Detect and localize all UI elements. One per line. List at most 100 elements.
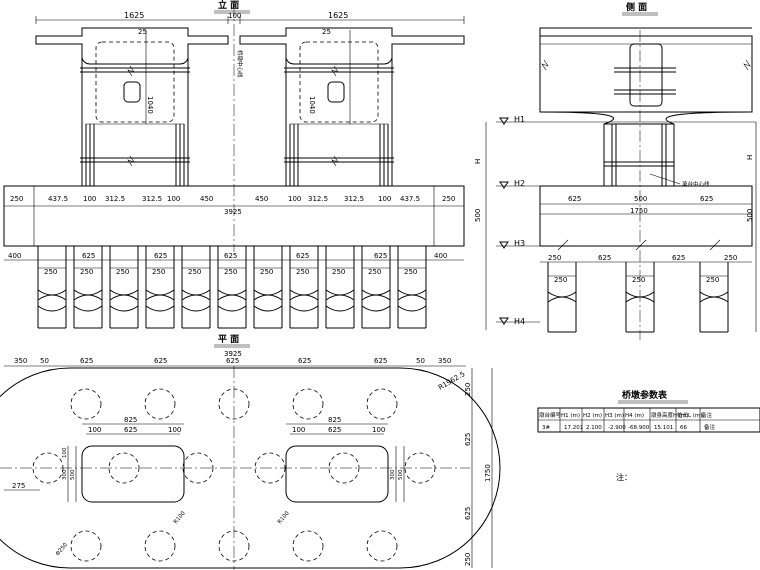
side-view: 侧 面 承台中心线 H1 H2 [474,1,757,340]
plan-right-pier-width: 825 [328,416,341,424]
plan-rd-0: 250 [464,383,472,396]
right-pier-cap [239,27,465,65]
elevation-pile: 250 [109,246,139,329]
plan-right-inner-0: 100 [292,426,305,434]
pile-row-4: 625 [296,252,309,260]
fd-1: 437.5 [48,195,68,203]
table-header: H4 (m) [625,413,644,419]
fd-8: 100 [288,195,301,203]
side-cap [539,35,753,113]
elevation-pile: 250 [397,246,427,329]
side-pd-2: 625 [672,254,685,262]
elevation-pile: 250 [37,246,67,329]
axis-note: 桥墩中心线 [236,50,244,78]
elevation-pile: 250 [217,246,247,329]
table-header: H1 (m) [561,413,580,419]
elevation-pile-diameter: 250 [368,268,381,276]
plan-right-pier [285,445,389,503]
side-footing [539,185,753,247]
fd-11: 100 [378,195,391,203]
side-pile-diameter: 250 [632,276,645,284]
plan-left-inner-1: 625 [124,426,137,434]
plan-pile [292,388,324,420]
elevation-pile-diameter: 250 [224,268,237,276]
elevation-pile-diameter: 250 [80,268,93,276]
elevation-title: 立 面 [218,0,239,11]
table-cell: 66 [680,425,687,431]
left-pier-cap [35,27,229,65]
plan-pile [292,530,324,562]
pile-row-right: 400 [434,252,447,260]
right-cap-height: 25 [322,28,331,36]
plan-td-3: 625 [154,357,167,365]
plan-pile-group [32,388,436,562]
level-h2: H2 [514,179,525,188]
side-right-depth: 500 [746,209,754,222]
pile-row-5: 625 [374,252,387,260]
side-pd-1: 625 [598,254,611,262]
notes-label: 注： [616,472,632,482]
fd-9: 312.5 [308,195,328,203]
plan-pile [144,530,176,562]
elevation-pile: 250 [325,246,355,329]
elevation-pile-diameter: 250 [188,268,201,276]
pile-row-mid: 625 [224,252,237,260]
plan-pile [218,388,250,420]
elevation-pile: 250 [181,246,211,329]
plan-radius: R1962.5 [437,370,466,392]
dim-top-left: 1625 [124,11,144,20]
right-pier-height: 1040 [308,96,316,114]
plan-pile-label: Φ250 [55,542,69,558]
side-left-h: H [474,159,482,164]
fd-5: 100 [167,195,180,203]
elevation-pile-diameter: 250 [296,268,309,276]
side-right-h: H [746,155,754,160]
elevation-footing [3,185,465,247]
plan-left-pier-width: 825 [124,416,137,424]
level-markers: H1 H2 H3 H4 H 500 [474,115,756,330]
plan-view: 平 面 3925 350 50 625 625 625 625 625 50 3… [0,334,501,570]
table-cell: 备注 [704,423,716,431]
elevation-pile-diameter: 250 [332,268,345,276]
side-pile-diameter: 250 [706,276,719,284]
footing-dim-row: 250 437.5 100 312.5 312.5 100 450 450 10… [10,195,455,203]
fd-10: 312.5 [344,195,364,203]
fd-7: 450 [255,195,268,203]
table-cell: 3# [542,425,550,431]
plan-right-inner-2: 100 [372,426,385,434]
elevation-view: 立 面 1625 100 1625 25 25 [3,0,465,329]
plan-title: 平 面 [218,334,239,345]
plan-left-radius: R100 [173,510,187,525]
side-fd-0: 625 [568,195,581,203]
plan-right-side-3: 500 [398,469,404,480]
left-pier-height: 1040 [146,96,154,114]
table-cell: 2.100 [586,425,602,431]
table-cell: 15.101 [654,425,673,431]
plan-pile [404,452,436,484]
side-left-depth: 500 [474,209,482,222]
table-header: H2 (m) [583,413,602,419]
level-h4: H4 [514,317,525,326]
plan-pile [108,452,140,484]
elevation-pile: 250 [145,246,175,329]
plan-total-width: 3925 [224,350,242,358]
fd-2: 100 [83,195,96,203]
table-header: H3 (m) [605,413,624,419]
plan-pile [366,388,398,420]
side-footing-width: 1750 [630,207,648,215]
elevation-pile: 250 [253,246,283,329]
plan-pile [366,530,398,562]
plan-pile [328,452,360,484]
plan-left-side-0: 100 [62,447,68,458]
left-pier-body: 1040 [80,30,190,186]
side-fd-1: 500 [634,195,647,203]
plan-pile [144,388,176,420]
fd-12: 437.5 [400,195,420,203]
side-pd-3: 250 [724,254,737,262]
plan-pile [182,452,214,484]
elevation-pile: 250 [361,246,391,329]
elevation-pile: 250 [73,246,103,329]
pile-row-left: 400 [8,252,21,260]
